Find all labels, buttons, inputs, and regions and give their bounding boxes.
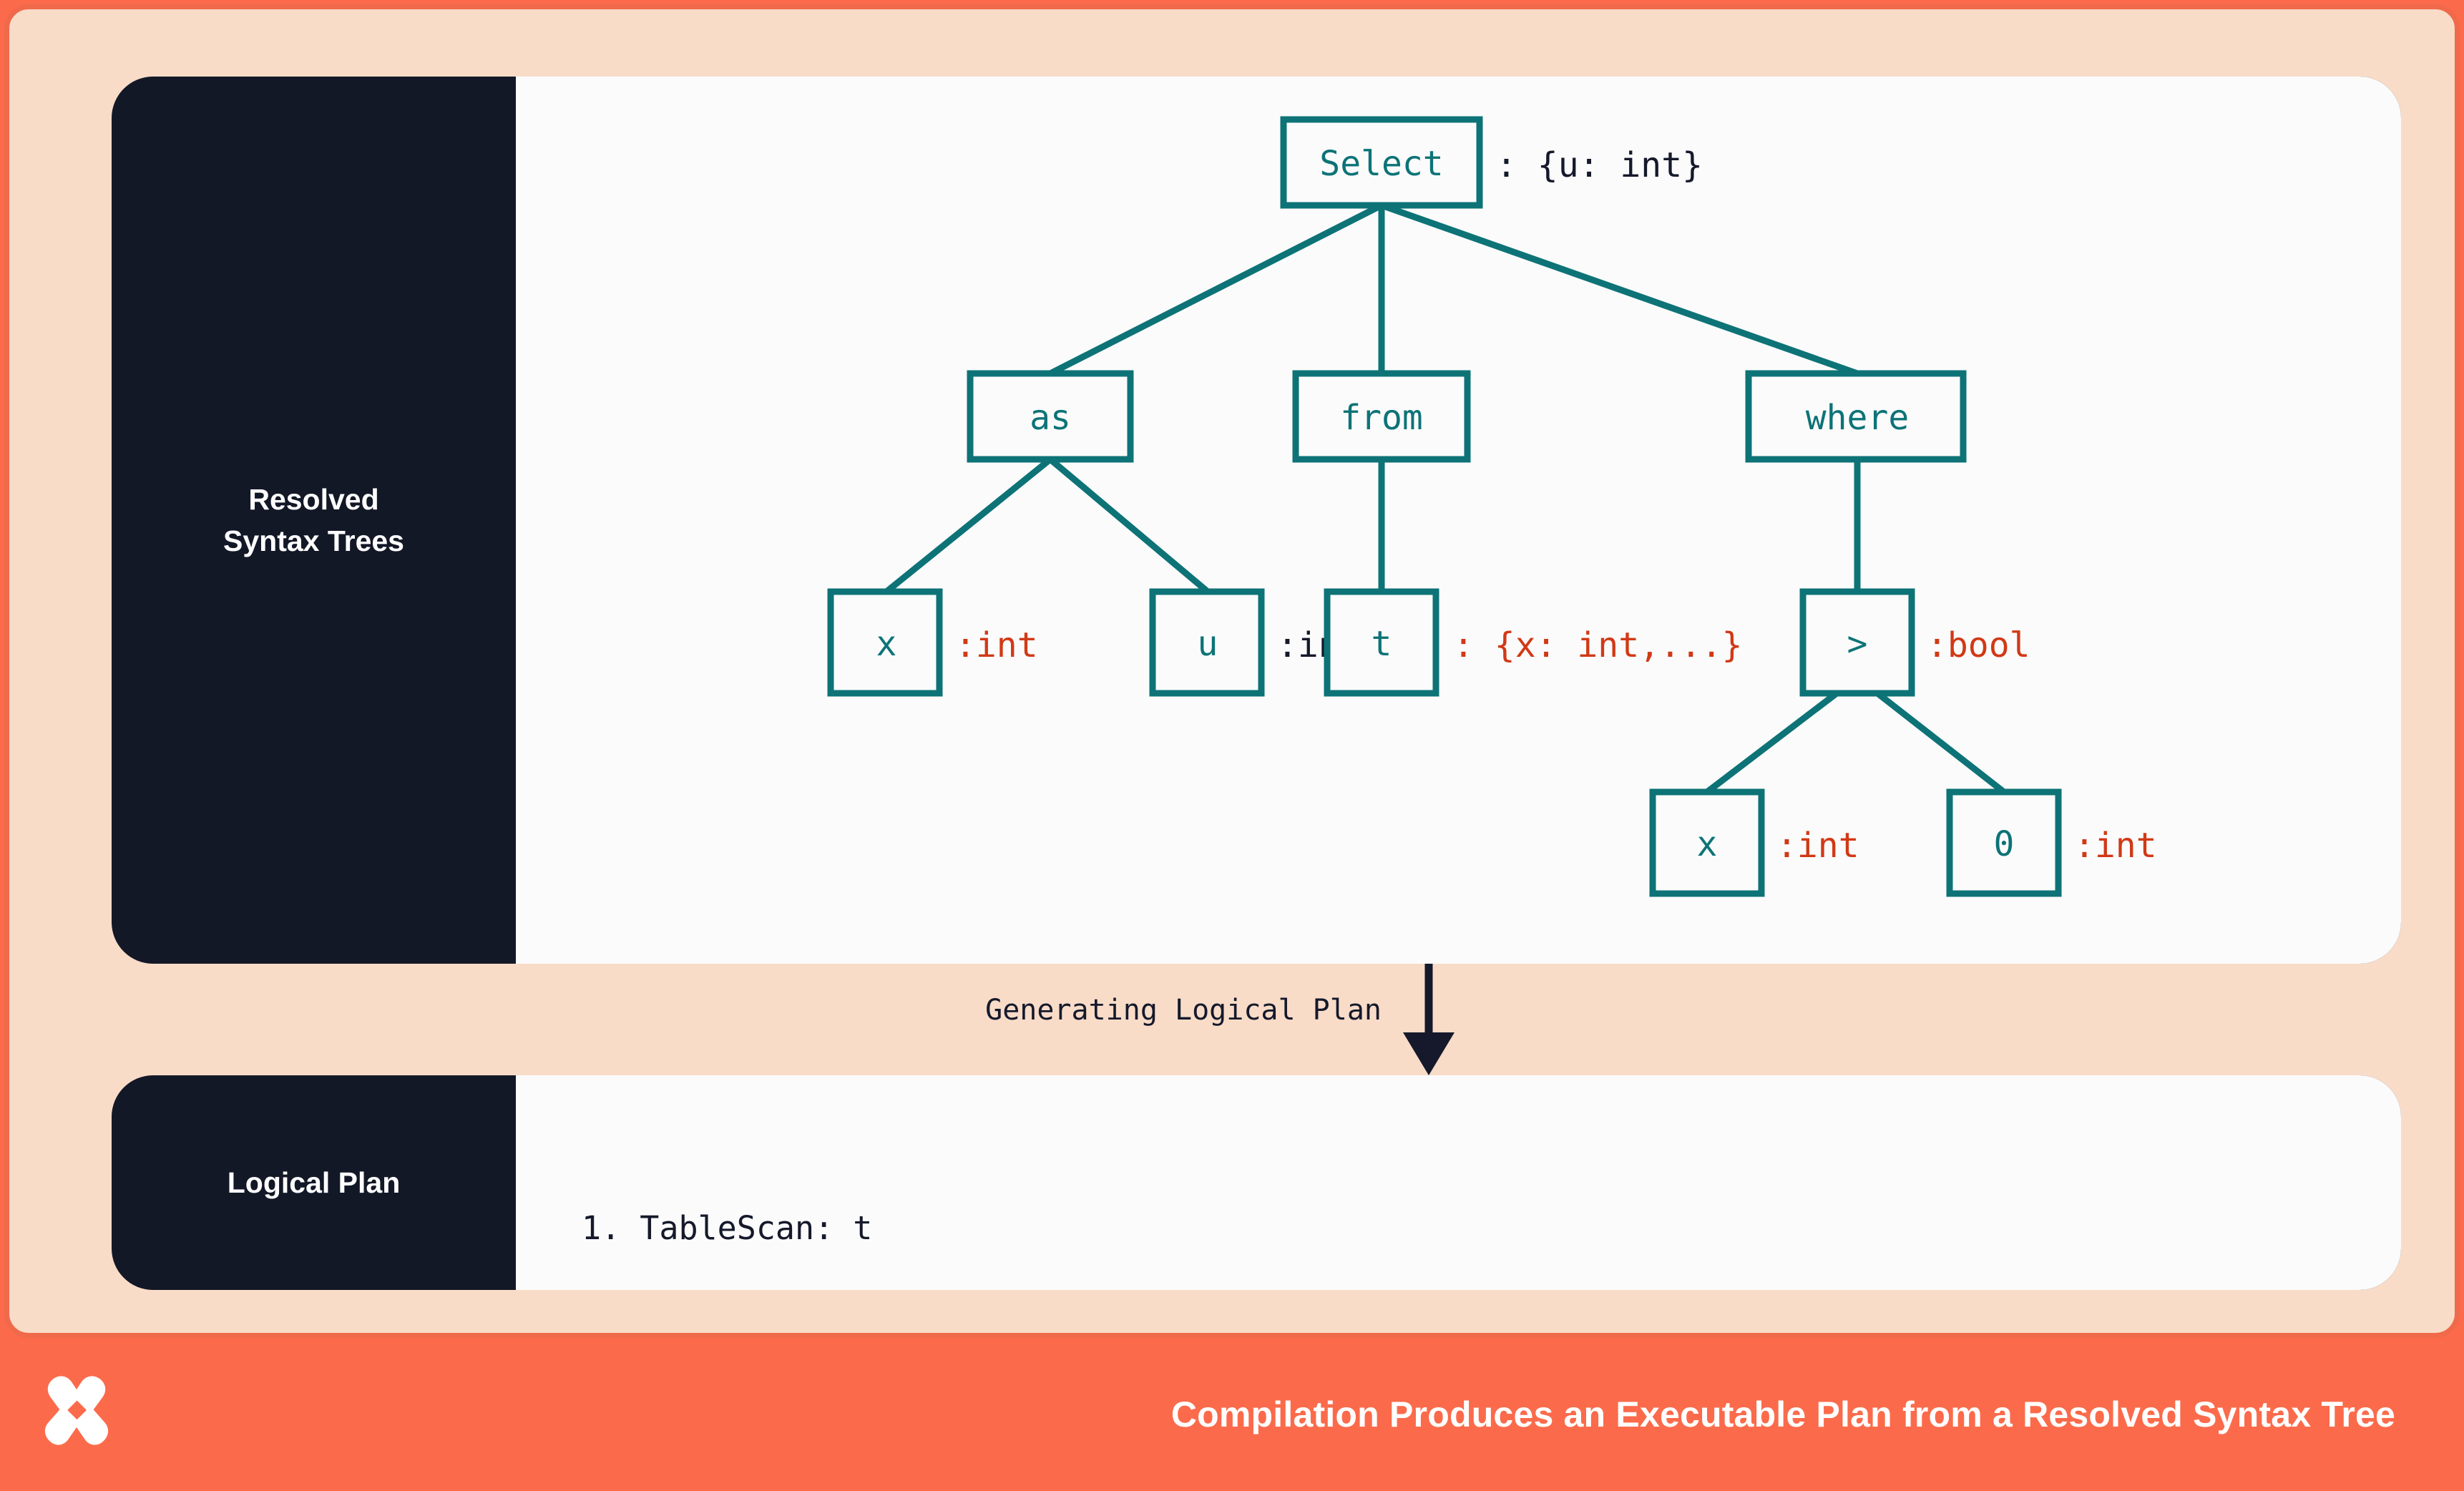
tree-node-where[interactable]: where	[1745, 370, 1967, 463]
node-annotation-from-t: : {x: int,...}	[1453, 625, 1743, 665]
node-label-gt-x: x	[1697, 824, 1718, 864]
edge-gt-0	[1855, 675, 2006, 795]
panel-logical-plan: Logical Plan 1. TableScan: t 2. Filter: …	[112, 1075, 2401, 1290]
node-label-from: from	[1340, 398, 1423, 438]
node-annotation-gt-zero: :int	[2074, 826, 2157, 866]
x-logo-icon	[44, 1376, 109, 1445]
logical-plan-content: 1. TableScan: t 2. Filter: t.x > 0 3. Pr…	[516, 1075, 2401, 1290]
logical-plan-step-list: 1. TableScan: t 2. Filter: t.x > 0 3. Pr…	[582, 1111, 1027, 1290]
edge-select-where	[1380, 202, 1859, 377]
tree-node-gt-zero[interactable]: 0 :int	[1946, 788, 2157, 897]
node-annotation-as-x: :int	[955, 625, 1038, 665]
panel-resolved-syntax-trees: Resolved Syntax Trees	[112, 77, 2401, 964]
arrow-label: Generating Logical Plan	[985, 994, 1382, 1027]
node-label-gt: >	[1847, 624, 1868, 664]
list-item: 1. TableScan: t	[582, 1209, 873, 1248]
node-label-from-t: t	[1372, 624, 1392, 664]
arrow-svg	[1403, 964, 1455, 1075]
lp-label-text: Logical Plan	[227, 1165, 401, 1199]
syntax-tree-canvas: Select : {u: int} as from where	[516, 77, 2401, 964]
panel-label-logical-plan: Logical Plan	[112, 1075, 516, 1290]
edge-select-as	[1048, 202, 1384, 377]
tree-node-select[interactable]: Select : {u: int}	[1280, 116, 1703, 209]
tree-node-as-x[interactable]: x :int	[827, 588, 1038, 697]
tree-edges	[884, 202, 2006, 795]
node-label-as-x: x	[876, 624, 897, 664]
tree-node-as[interactable]: as	[967, 370, 1134, 463]
node-annotation-gt-x: :int	[1776, 826, 1859, 866]
tree-node-from-t[interactable]: t : {x: int,...}	[1324, 588, 1743, 697]
node-label-as-u: u	[1198, 624, 1218, 664]
node-annotation-gt: :bool	[1927, 625, 2030, 665]
caption-bar: Compilation Produces an Executable Plan …	[0, 1338, 2464, 1491]
rst-label-line2: Syntax Trees	[223, 524, 404, 557]
caption-text: Compilation Produces an Executable Plan …	[1170, 1394, 2395, 1434]
node-annotation-select: : {u: int}	[1496, 145, 1703, 185]
edge-gt-x	[1705, 675, 1859, 795]
rst-label-line1: Resolved	[248, 482, 379, 516]
arrow-head	[1403, 1032, 1455, 1075]
edge-as-u	[1048, 456, 1210, 595]
node-label-select: Select	[1319, 144, 1443, 184]
syntax-tree-diagram: Select : {u: int} as from where	[827, 116, 2157, 897]
node-label-where: where	[1806, 398, 1910, 438]
node-label-gt-zero: 0	[1994, 824, 2015, 864]
outer-frame: Resolved Syntax Trees	[4, 4, 2460, 1338]
tree-node-gt-x[interactable]: x :int	[1649, 788, 1859, 897]
node-label-as: as	[1030, 398, 1071, 438]
tree-node-gt[interactable]: > :bool	[1799, 588, 2030, 697]
edge-as-x	[884, 456, 1052, 595]
panel-label-resolved-syntax-trees: Resolved Syntax Trees	[112, 77, 516, 964]
tree-node-from[interactable]: from	[1292, 370, 1471, 463]
generating-logical-plan-arrow: Generating Logical Plan	[112, 964, 2401, 1075]
